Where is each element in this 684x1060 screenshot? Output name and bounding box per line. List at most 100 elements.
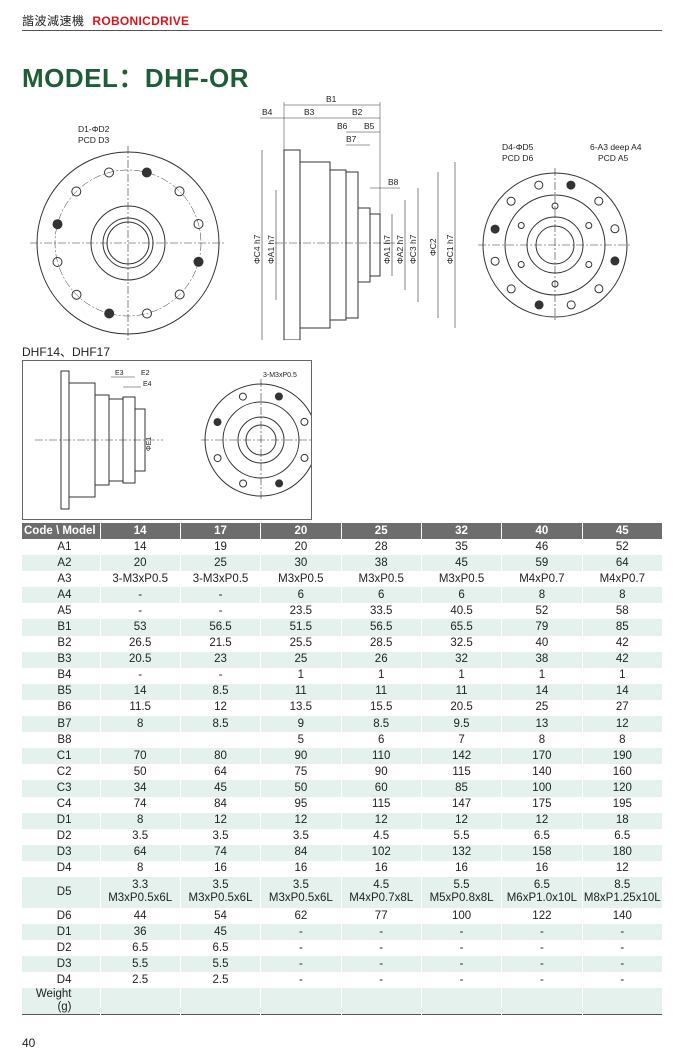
table-cell: 12 (582, 716, 664, 733)
table-cell: 1 (501, 667, 583, 684)
table-cell: - (501, 940, 583, 957)
row-code: A5 (22, 603, 101, 620)
header-code-model: Code \ Model (22, 523, 101, 539)
table-cell: 95 (260, 796, 342, 813)
table-cell: 8 (501, 587, 583, 604)
table-cell: 74 (180, 844, 262, 861)
label-b4: B4 (262, 107, 273, 117)
table-cell: 12 (180, 699, 262, 717)
table-cell: 5.5 (100, 956, 181, 973)
row-code: D2 (22, 940, 101, 957)
label-a1-left: ΦA1 h7 (266, 235, 276, 264)
bolt-hole-icon (239, 479, 248, 488)
label-b5: B5 (364, 121, 375, 131)
table-cell: 16 (260, 860, 342, 877)
table-cell: 23 (180, 651, 262, 668)
table-cell: 132 (421, 844, 503, 861)
spec-table-header: Code \ Model 14 17 20 25 32 40 45 (22, 523, 664, 539)
table-cell: 44 (100, 907, 181, 925)
label-c2: ΦC2 (428, 238, 438, 256)
table-cell: 140 (501, 764, 583, 781)
table-cell: 1 (260, 667, 342, 684)
side-view (260, 102, 456, 340)
table-cell: 46 (501, 539, 583, 556)
bolt-hole-icon (551, 202, 559, 210)
table-cell: 12 (582, 860, 664, 877)
table-cell: - (582, 972, 664, 989)
inset-drawing-box: E3 E2 E4 ΦE1 3-M3xP0.5 (22, 360, 321, 520)
row-code: D1 (22, 924, 101, 941)
table-cell: 11 (421, 683, 503, 700)
table-cell: 90 (341, 764, 422, 781)
table-cell: - (421, 956, 503, 973)
table-cell: 160 (582, 764, 664, 781)
row-code: B1 (22, 619, 101, 636)
bolt-hole-icon (71, 186, 82, 197)
table-cell (100, 732, 181, 749)
table-cell: - (582, 956, 664, 973)
table-cell: 8 (501, 732, 583, 749)
table-cell: 3.5 (100, 828, 181, 845)
table-cell: 158 (501, 844, 583, 861)
bolt-hole-icon (141, 167, 152, 178)
table-cell (100, 988, 181, 1015)
row-code: D3 (22, 956, 101, 973)
table-cell: 11.5 (100, 699, 181, 717)
label-c4: ΦC4 h7 (252, 234, 262, 264)
row-code: D4 (22, 860, 101, 877)
bolt-hole-icon (275, 479, 284, 488)
label-a2: ΦA2 h7 (395, 235, 405, 264)
table-cell: 35 (421, 539, 503, 556)
table-cell: 14 (582, 683, 664, 700)
table-cell: 50 (260, 780, 342, 797)
table-cell: 1 (421, 667, 503, 684)
page-title: MODEL：DHF-OR (22, 63, 249, 93)
label-c1: ΦC1 h7 (445, 234, 455, 264)
table-cell: M3xP0.5 (341, 571, 422, 588)
row-code: D2 (22, 828, 101, 845)
row-code: B6 (22, 699, 101, 717)
table-cell: 3.5 (180, 828, 262, 845)
table-cell: 6 (421, 587, 503, 604)
table-cell: 5.5 (180, 956, 262, 973)
table-cell: - (341, 972, 422, 989)
table-cell: - (421, 924, 503, 941)
inset-holes (213, 392, 309, 488)
label-b6: B6 (337, 121, 348, 131)
table-cell: 27 (582, 699, 664, 717)
table-cell: 3-M3xP0.5 (100, 571, 181, 588)
bolt-hole-icon (594, 284, 604, 294)
row-code: D4 (22, 972, 101, 989)
table-cell: 2.5 (180, 972, 262, 989)
header-chinese: 諧波減速機 (22, 14, 85, 28)
table-cell: 20 (100, 555, 181, 572)
table-cell: 23.5 (260, 603, 342, 620)
row-code: A4 (22, 587, 101, 604)
table-cell: - (260, 972, 342, 989)
table-cell: 122 (501, 907, 583, 925)
row-code: C1 (22, 748, 101, 765)
table-cell: 8.5 (341, 716, 422, 733)
table-cell: 170 (501, 748, 583, 765)
table-cell: 100 (501, 780, 583, 797)
table-cell: 56.5 (341, 619, 422, 636)
label-e1: ΦE1 (146, 437, 153, 451)
table-cell: 50 (100, 764, 181, 781)
table-cell: - (260, 940, 342, 957)
